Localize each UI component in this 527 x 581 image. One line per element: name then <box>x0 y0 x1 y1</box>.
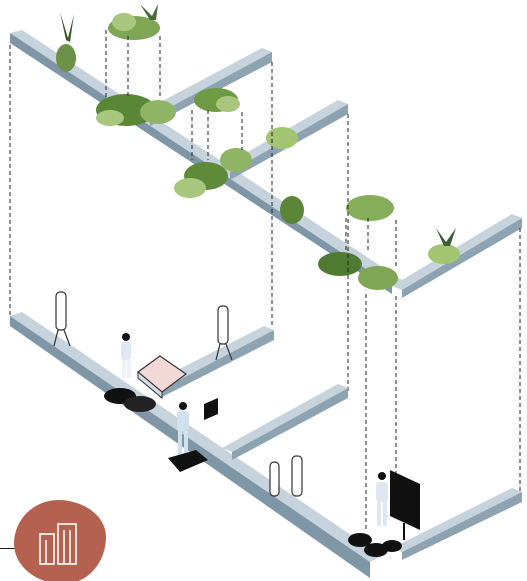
bike-rack <box>270 456 302 496</box>
lower-branch-beam-2 <box>222 384 348 460</box>
plant-cluster <box>428 228 460 264</box>
upper-level <box>10 4 522 298</box>
whiteboard <box>390 470 420 540</box>
figure-with-model-table <box>121 333 131 378</box>
display-screen <box>204 398 218 420</box>
plant-cluster <box>96 94 176 126</box>
plant-cluster <box>108 4 160 40</box>
plant-cluster <box>280 196 304 224</box>
plant-cluster <box>194 88 240 112</box>
plant-cluster <box>56 12 76 72</box>
projection-lines <box>10 30 520 532</box>
category-badge <box>14 500 106 581</box>
buildings-icon <box>14 500 106 581</box>
bike-rack <box>54 292 70 346</box>
plant-cluster <box>266 127 298 149</box>
